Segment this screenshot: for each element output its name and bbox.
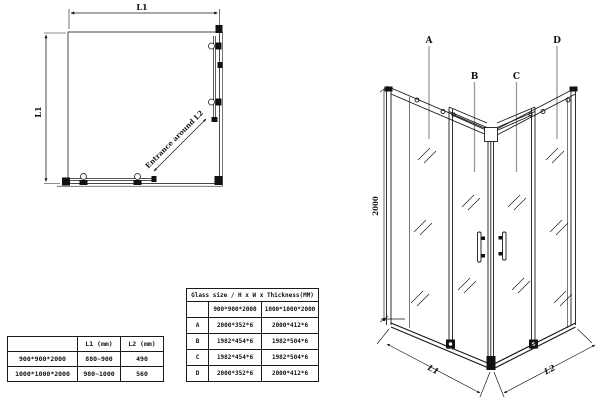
glass-size-table: Glass size / H x W x Thickness(MM) 900*9… — [185, 288, 320, 382]
iso-l1-label: L1 — [425, 362, 440, 377]
table-row: 1000*1000*2000 980~1000 560 — [7, 366, 164, 382]
size-cell: 1000*1000*2000 — [7, 366, 78, 382]
plan-entrance-label: Entrance around L2 — [143, 108, 205, 170]
iso-top-rails — [390, 87, 576, 136]
panel-leader-lines — [428, 46, 558, 172]
panel-cell: D — [186, 365, 209, 382]
plan-outer-wall-lines — [57, 32, 223, 187]
glass-table-title-row: Glass size / H x W x Thickness(MM) — [185, 288, 320, 302]
plan-view — [44, 9, 223, 187]
dimension-table-corner-cell — [7, 336, 78, 352]
glass-size-cell: 2000*412*6 — [260, 317, 320, 334]
glass-size-cell: 1982*504*6 — [260, 349, 320, 366]
iso-view — [376, 46, 596, 398]
table-row: B 1982*454*6 1982*504*6 — [186, 333, 320, 350]
iso-dim-height — [379, 85, 405, 323]
glass-table-title: Glass size / H x W x Thickness(MM) — [185, 288, 320, 302]
size-cell: 900*900*2000 — [7, 351, 78, 367]
plan-dim-top-label: L1 — [136, 2, 147, 12]
iso-door-b — [446, 107, 455, 350]
iso-center-post — [484, 127, 498, 370]
iso-right-wall-profile — [567, 86, 578, 328]
panel-label-b: B — [471, 72, 479, 82]
door-handle-right — [498, 231, 507, 261]
iso-door-c — [529, 107, 538, 350]
plan-dim-left-label: L1 — [33, 106, 43, 117]
glass-table-header-1000: 1000*1000*2000 — [260, 301, 320, 318]
dimension-table-header-row: L1 (mm) L2 (mm) — [7, 336, 164, 352]
glass-size-cell: 2000*412*6 — [260, 365, 320, 382]
table-row: C 1982*454*6 1982*504*6 — [186, 349, 320, 366]
glass-table-corner-cell — [186, 301, 209, 318]
door-handle-left — [477, 231, 485, 263]
iso-dim-bottom — [376, 328, 596, 398]
iso-floor-tracks — [390, 322, 576, 370]
l1-cell: 880~900 — [77, 351, 121, 367]
iso-height-label: 2000 — [371, 196, 380, 216]
glass-size-cell: 2000*352*6 — [208, 317, 262, 334]
panel-cell: C — [186, 349, 209, 366]
iso-left-wall-profile — [384, 86, 410, 328]
glass-size-cell: 1982*454*6 — [208, 333, 262, 350]
panel-cell: B — [186, 333, 209, 350]
glass-hatch-marks — [410, 147, 573, 307]
dimension-table-header-l1: L1 (mm) — [77, 336, 121, 352]
plan-right-door-rail — [208, 36, 223, 122]
panel-cell: A — [186, 317, 209, 334]
l2-cell: 560 — [120, 366, 164, 382]
l1-cell: 980~1000 — [77, 366, 121, 382]
panel-label-a: A — [425, 36, 434, 46]
plan-enclosure-outline — [67, 31, 220, 184]
panel-label-c: C — [513, 72, 520, 82]
plan-dim-top — [68, 9, 220, 29]
plan-entrance-annotation — [153, 118, 207, 172]
table-row: D 2000*352*6 2000*412*6 — [186, 365, 320, 382]
plan-bottom-door-rail — [70, 173, 157, 185]
table-row: A 2000*352*6 2000*412*6 — [186, 317, 320, 334]
glass-table-header-row: 900*900*2000 1000*1000*2000 — [186, 301, 320, 318]
dimension-table-header-l2: L2 (mm) — [120, 336, 164, 352]
iso-l2-label: L2 — [541, 362, 557, 377]
glass-size-cell: 2000*352*6 — [208, 365, 262, 382]
plan-dim-left — [44, 32, 66, 184]
l2-cell: 490 — [120, 351, 164, 367]
glass-size-cell: 1982*504*6 — [260, 333, 320, 350]
dimension-table: L1 (mm) L2 (mm) 900*900*2000 880~900 490… — [7, 336, 164, 382]
glass-size-cell: 1982*454*6 — [208, 349, 262, 366]
plan-corner-fittings — [62, 25, 223, 186]
table-row: 900*900*2000 880~900 490 — [7, 351, 164, 367]
glass-table-header-900: 900*900*2000 — [208, 301, 262, 318]
panel-label-d: D — [553, 36, 561, 46]
